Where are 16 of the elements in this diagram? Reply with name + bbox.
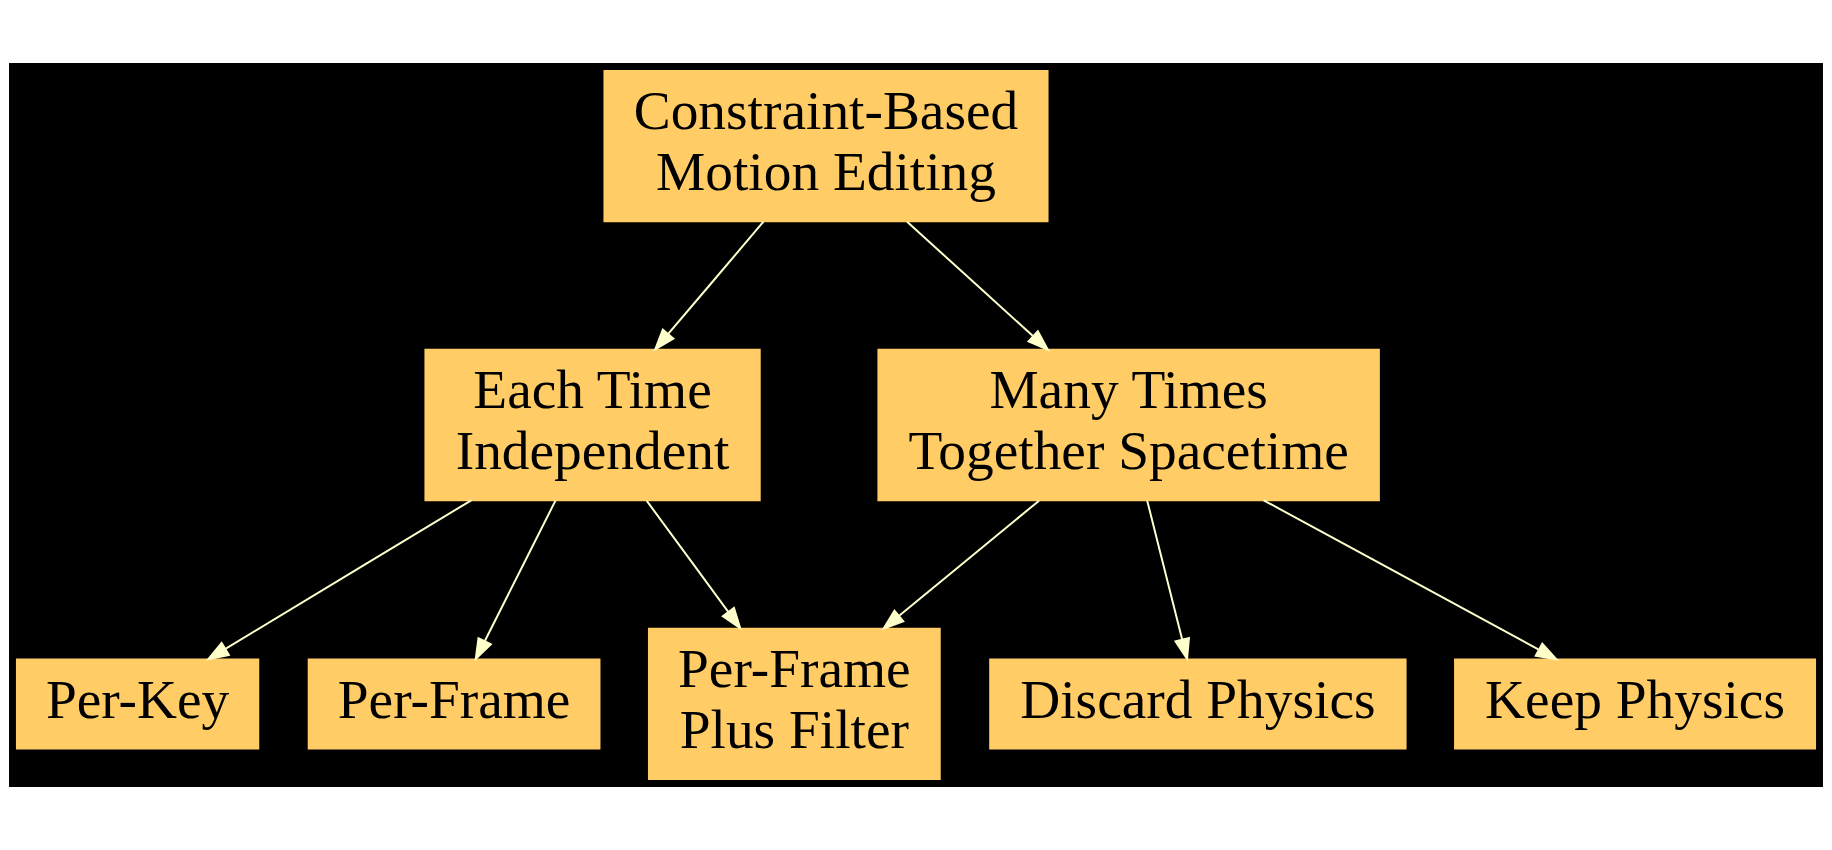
node-box: Many Times Together Spacetime [877,348,1380,502]
arrow [205,499,473,661]
node-box: Per-Key [15,658,260,750]
arrow [881,499,1041,631]
node-box: Discard Physics [989,658,1407,750]
node-box: Per-Frame Plus Filter [647,627,941,781]
arrow [906,220,1051,352]
arrow [1146,499,1191,662]
node-box: Keep Physics [1454,658,1817,750]
node-box: Per-Frame [307,658,601,750]
arrow [1262,499,1559,661]
node-box: Constraint-Based Motion Editing [603,69,1049,223]
node-box: Each Time Independent [424,348,761,502]
arrow [474,499,557,662]
arrow [653,220,765,352]
arrow [645,499,742,631]
